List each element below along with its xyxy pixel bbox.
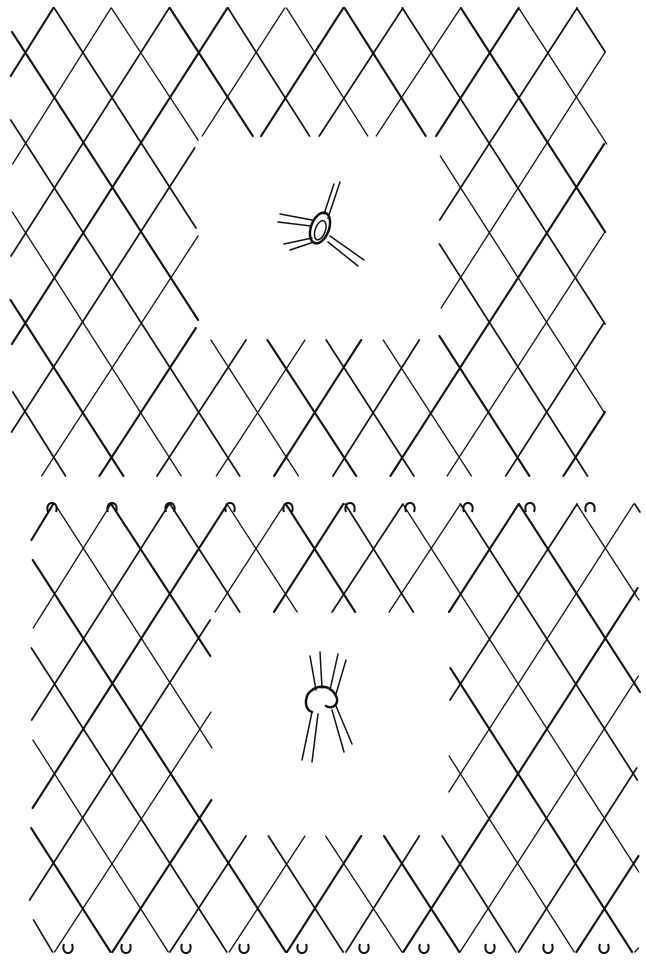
mesh-strand <box>519 8 607 144</box>
mesh-strand <box>267 340 356 476</box>
mesh-strand <box>384 836 459 952</box>
mesh-strand <box>11 8 169 256</box>
mesh-strand <box>274 340 361 476</box>
mesh-strand <box>403 504 639 872</box>
mesh-strand <box>403 588 637 952</box>
edge-loop <box>485 944 494 953</box>
mesh-strand <box>30 620 211 900</box>
mesh-strand <box>576 856 638 952</box>
mesh-strand <box>519 768 637 952</box>
mesh-strand <box>333 340 419 476</box>
mesh-strand <box>346 836 419 952</box>
mesh-strand <box>99 328 195 476</box>
mesh-strand <box>450 504 577 700</box>
mesh-strand <box>519 504 640 692</box>
edge-loop <box>585 503 594 512</box>
net-illustration-bottom <box>0 484 646 968</box>
edge-loop <box>359 944 368 953</box>
mesh-strand <box>55 712 212 952</box>
mesh-strand <box>635 504 640 512</box>
mesh-strand <box>506 324 604 476</box>
net-mesh-top <box>0 0 646 484</box>
mesh-strand <box>33 504 228 808</box>
mesh-strand <box>112 800 211 952</box>
mesh-strand <box>439 244 587 476</box>
mesh-strand <box>326 340 414 476</box>
mesh-strand <box>274 504 343 612</box>
mesh-strand <box>447 232 605 476</box>
mesh-strand <box>442 836 516 952</box>
mesh-strand <box>286 504 355 612</box>
mesh-strand <box>33 504 111 628</box>
mesh-strand <box>13 8 111 164</box>
edge-loop <box>419 944 428 953</box>
mesh-strand <box>383 340 471 476</box>
mesh-strand <box>215 504 285 612</box>
mesh-strand <box>32 504 170 720</box>
mesh-strand <box>440 8 577 220</box>
mesh-strand <box>229 836 305 952</box>
mesh-strand <box>11 120 240 476</box>
mesh-strand <box>157 340 246 476</box>
mesh-strand <box>54 8 196 228</box>
mesh-strand <box>111 504 210 656</box>
mesh-strand <box>563 412 605 476</box>
mesh-strand <box>12 8 228 344</box>
mesh-strand <box>332 504 403 612</box>
net-mesh-bottom <box>0 484 646 968</box>
edge-loop <box>525 503 534 512</box>
mesh-strand <box>42 236 199 476</box>
mesh-strand <box>389 504 460 612</box>
mesh-strand <box>31 828 110 952</box>
mesh-strand <box>12 32 198 320</box>
mesh-strand <box>326 836 402 952</box>
mesh-strand <box>439 336 529 476</box>
mesh-strand <box>33 560 286 952</box>
mesh-strand <box>33 740 168 952</box>
mesh-strand <box>11 8 54 76</box>
mesh-strand <box>31 648 226 952</box>
mesh-strand <box>449 504 634 792</box>
edge-loop <box>181 944 190 953</box>
mesh-strand <box>227 504 297 612</box>
mesh-strand <box>13 392 66 476</box>
edge-loop <box>239 944 248 953</box>
mesh-strand <box>402 8 605 324</box>
mesh-strand <box>170 836 246 952</box>
mesh-strand <box>12 148 195 432</box>
mesh-strand <box>461 8 605 232</box>
mesh-strand <box>635 948 639 952</box>
knot-close-up-icon <box>302 652 352 762</box>
mesh-strand <box>268 836 343 952</box>
mesh-strand <box>55 504 212 748</box>
net-illustration-top <box>0 0 646 484</box>
mesh-strand <box>211 340 299 476</box>
edge-loop <box>543 944 552 953</box>
mesh-strand <box>287 836 361 952</box>
mesh-strand <box>170 504 240 612</box>
mesh-strand <box>216 340 305 476</box>
mesh-strand <box>345 8 426 136</box>
mesh-strand <box>577 8 605 52</box>
mesh-strand <box>11 300 124 476</box>
mesh-strand <box>34 920 53 952</box>
mesh-strand <box>345 504 413 612</box>
mesh-strand <box>449 504 519 612</box>
mesh-strand <box>577 504 639 600</box>
knot-close-up-icon <box>278 182 364 266</box>
mesh-strand <box>31 504 53 540</box>
edge-loop <box>121 944 130 953</box>
edge-loop <box>63 944 72 953</box>
edge-loop <box>599 944 608 953</box>
edge-loop <box>297 944 306 953</box>
